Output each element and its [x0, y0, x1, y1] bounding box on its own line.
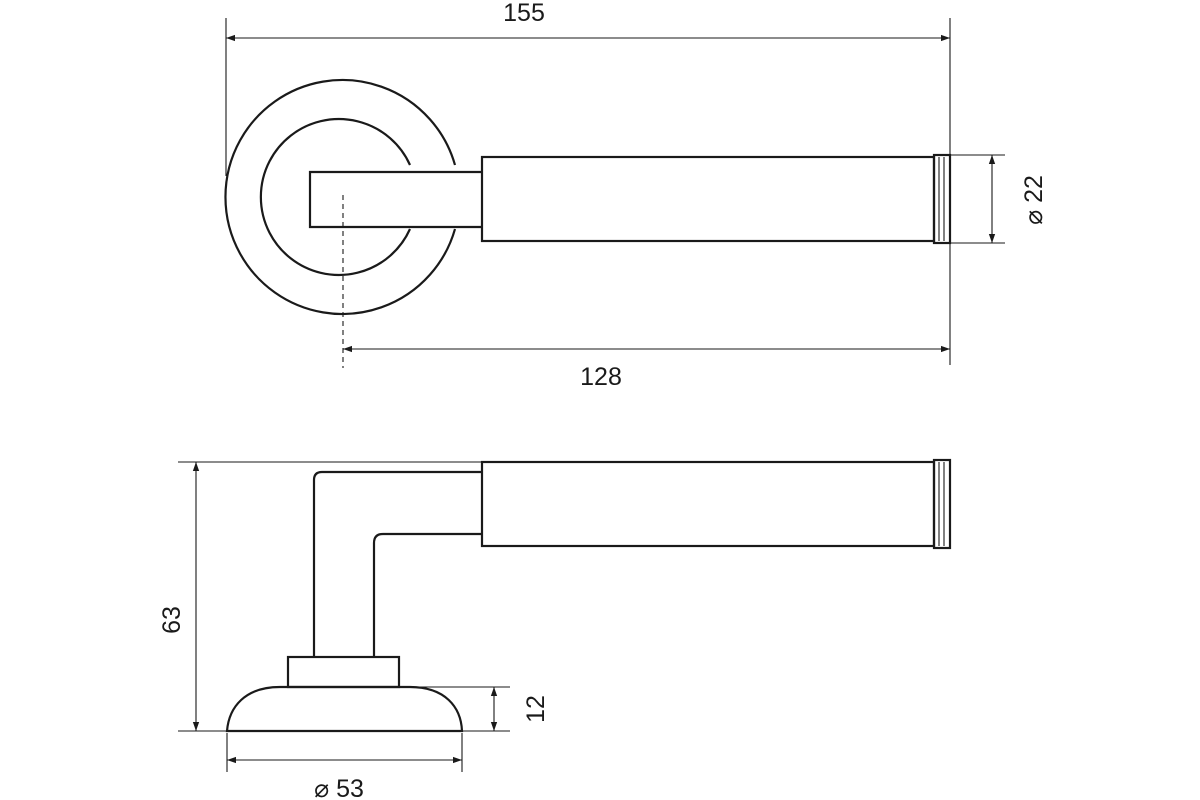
side-end-cap — [932, 458, 952, 550]
top-grip — [480, 155, 936, 243]
dimension-lever-length: 128 — [343, 345, 950, 391]
top-rose-inner — [259, 117, 412, 277]
lever-length-label: 128 — [580, 363, 622, 391]
side-view: 63 12 ⌀ 53 — [158, 458, 952, 800]
dimension-grip-diameter: ⌀ 22 — [950, 154, 1048, 244]
height-label: 63 — [158, 606, 186, 634]
dimension-rose-diameter: ⌀ 53 — [226, 733, 463, 800]
overall-length-label: 155 — [503, 0, 545, 27]
side-lever-arm — [312, 470, 482, 656]
side-collar — [286, 655, 401, 689]
rose-height-label: 12 — [522, 695, 550, 723]
top-end-cap — [932, 153, 952, 245]
top-rose-outer — [224, 78, 457, 316]
side-rose — [225, 685, 464, 733]
top-lever-neck — [308, 170, 482, 229]
dimension-overall-length: 155 — [225, 0, 951, 365]
dimension-rose-height: 12 — [415, 686, 550, 732]
top-view: 155 128 ⌀ 22 — [224, 0, 1048, 391]
dimension-height: 63 — [158, 461, 482, 732]
rose-diameter-label: ⌀ 53 — [314, 775, 364, 800]
side-grip — [480, 460, 936, 548]
grip-diameter-label: ⌀ 22 — [1020, 175, 1048, 225]
